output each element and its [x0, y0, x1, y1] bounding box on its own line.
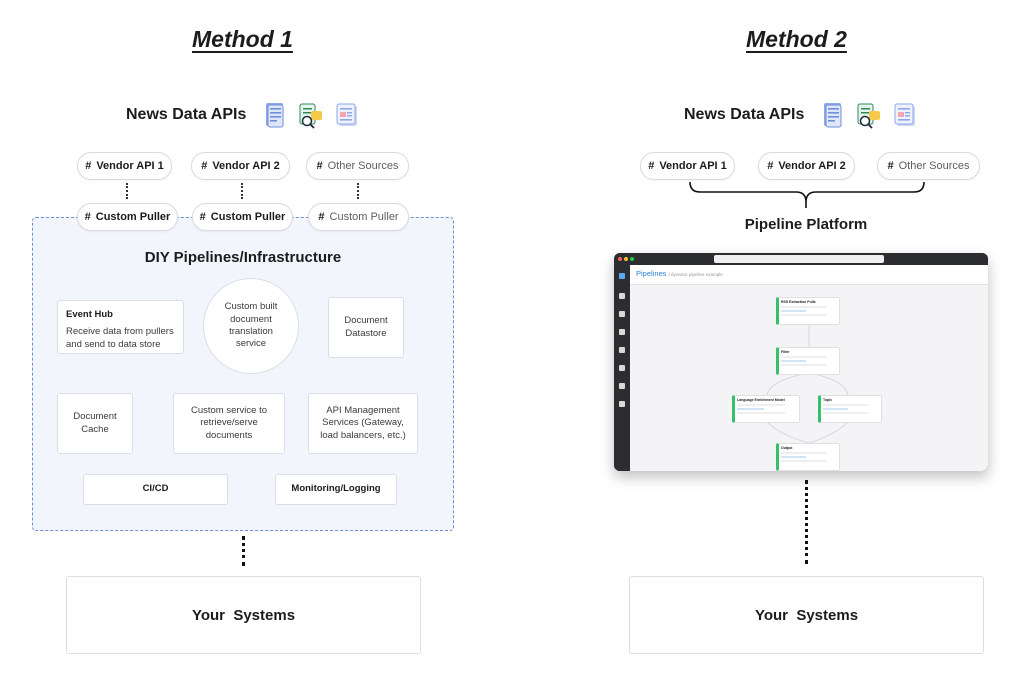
branch-icon [619, 347, 625, 353]
card-icon [619, 401, 625, 407]
news-apis-label: News Data APIs [126, 106, 247, 123]
node-title: Language Enrichment Model [737, 398, 785, 402]
event-hub-card: Event Hub Receive data from pullers and … [57, 300, 184, 354]
node-title: Topic [823, 398, 833, 402]
browser-titlebar [614, 253, 988, 265]
pill-label: Other Sources [327, 160, 399, 172]
other-sources-pill: # Other Sources [877, 152, 980, 180]
api-management-card: API Management Services (Gateway, load b… [308, 393, 418, 454]
dotted-connector [126, 183, 128, 199]
custom-puller-pill: # Custom Puller [308, 203, 409, 231]
your-systems-box: Your Systems [629, 576, 984, 654]
diy-title: DIY Pipelines/Infrastructure [144, 249, 342, 266]
globe-icon [619, 365, 625, 371]
pipelines-subtitle: / dynamic pipeline example [668, 272, 723, 277]
pipeline-node[interactable]: Topic [818, 395, 882, 423]
app-main: Pipelines/ dynamic pipeline example RSS … [630, 265, 988, 471]
custom-puller-pill: # Custom Puller [77, 203, 178, 231]
chat-document-icon [892, 101, 918, 129]
document-search-icon [298, 101, 324, 129]
close-dot-icon [618, 257, 622, 261]
document-datastore-card: Document Datastore [328, 297, 404, 358]
news-apis-label: News Data APIs [684, 106, 805, 123]
vendor-api-2-pill: # Vendor API 2 [758, 152, 855, 180]
node-title: Filter [781, 350, 790, 354]
newspaper-icon [820, 101, 846, 129]
pill-label: Vendor API 2 [778, 160, 846, 172]
method2-title: Method 2 [746, 26, 847, 52]
event-hub-title: Event Hub [66, 309, 113, 320]
hash-icon: # [316, 160, 323, 172]
pipeline-node[interactable]: RSS Extraction Pulls [776, 297, 840, 325]
method2-news-apis: News Data APIs [684, 100, 918, 130]
hash-icon: # [767, 160, 774, 172]
hash-icon: # [84, 211, 91, 223]
pipelines-header: Pipelines/ dynamic pipeline example [630, 265, 988, 285]
logo-icon [619, 273, 625, 279]
vendor-api-2-pill: # Vendor API 2 [191, 152, 290, 180]
method1-title: Method 1 [192, 26, 293, 52]
retrieve-service-card: Custom service to retrieve/serve documen… [173, 393, 285, 454]
event-hub-text: Receive data from pullers and send to da… [66, 326, 174, 350]
pipelines-link[interactable]: Pipelines [636, 269, 667, 278]
url-bar [714, 255, 884, 263]
maximize-dot-icon [630, 257, 634, 261]
monitoring-card: Monitoring/Logging [275, 474, 397, 505]
minimize-dot-icon [624, 257, 628, 261]
other-sources-pill: # Other Sources [306, 152, 409, 180]
hash-icon: # [318, 211, 325, 223]
dotted-connector [242, 536, 245, 566]
hash-icon: # [201, 160, 208, 172]
app-sidebar [614, 265, 630, 471]
key-icon [619, 311, 625, 317]
dotted-connector [241, 183, 243, 199]
pipeline-platform-screenshot: Pipelines/ dynamic pipeline example RSS … [614, 253, 988, 471]
custom-puller-pill: # Custom Puller [192, 203, 293, 231]
method1-news-apis: News Data APIs [126, 100, 360, 130]
pill-label: Other Sources [898, 160, 970, 172]
dotted-connector [357, 183, 359, 199]
pipeline-node[interactable]: Filter [776, 347, 840, 375]
pill-label: Vendor API 2 [212, 160, 280, 172]
document-cache-card: Document Cache [57, 393, 133, 454]
your-systems-box: Your Systems [66, 576, 421, 654]
pill-label: Custom Puller [95, 211, 171, 223]
pipeline-platform-title: Pipeline Platform [744, 216, 868, 233]
dotted-connector [805, 480, 808, 564]
hash-icon: # [887, 160, 894, 172]
cloud-icon [619, 329, 625, 335]
book-icon [619, 383, 625, 389]
node-title: Output [781, 446, 793, 450]
hash-icon: # [199, 211, 206, 223]
pill-label: Custom Puller [210, 211, 286, 223]
mail-icon [619, 293, 625, 299]
document-search-icon [856, 101, 882, 129]
vendor-api-1-pill: # Vendor API 1 [77, 152, 172, 180]
node-title: RSS Extraction Pulls [781, 300, 816, 304]
pill-label: Custom Puller [329, 211, 399, 223]
pipeline-node[interactable]: Output [776, 443, 840, 471]
pipeline-node[interactable]: Language Enrichment Model [732, 395, 800, 423]
chat-document-icon [334, 101, 360, 129]
newspaper-icon [262, 101, 288, 129]
pill-label: Vendor API 1 [96, 160, 164, 172]
cicd-card: CI/CD [83, 474, 228, 505]
translation-service-circle: Custom built document translation servic… [203, 278, 299, 374]
vendor-api-1-pill: # Vendor API 1 [640, 152, 735, 180]
hash-icon: # [648, 160, 655, 172]
pill-label: Vendor API 1 [659, 160, 727, 172]
brace-connector [689, 181, 925, 208]
hash-icon: # [85, 160, 92, 172]
